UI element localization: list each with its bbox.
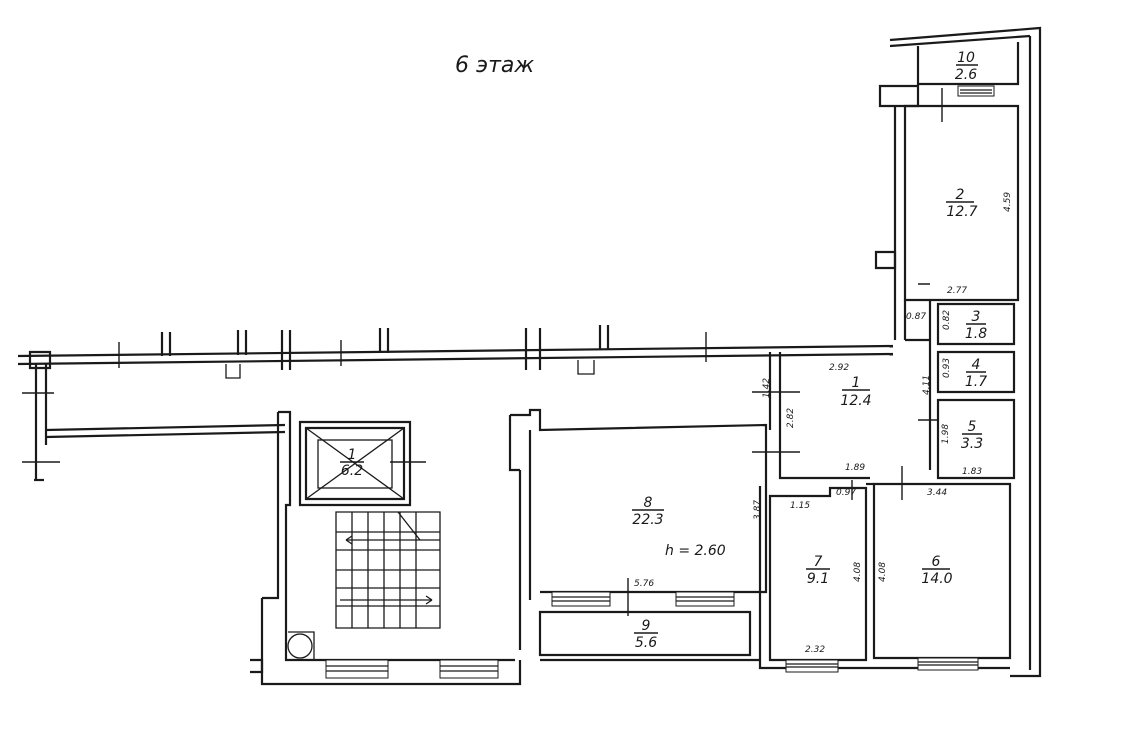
dimension-label: 2.82	[786, 408, 796, 428]
room-number: 5	[968, 419, 977, 435]
room-number: 9	[642, 618, 651, 634]
floor-title: 6 этаж	[455, 53, 534, 78]
corridor-walls	[17, 325, 894, 482]
room-9-walls	[538, 610, 760, 662]
room-area: 2.6	[955, 67, 977, 83]
dimension-label: 0.97	[836, 488, 856, 498]
dimension-label: 4.11	[922, 375, 932, 395]
dimension-label: 2.32	[805, 645, 825, 655]
room-number: 1	[852, 375, 861, 391]
dimension-label: 2.77	[947, 286, 967, 296]
stairwell	[250, 410, 522, 686]
room-8-walls	[508, 408, 768, 650]
dimension-label: 1.15	[790, 501, 810, 511]
dimension-labels: 4.59 2.77 0.87 0.82 0.93 4.11 2.92 1.42 …	[634, 192, 1013, 655]
ceiling-height-note: h = 2.60	[665, 543, 726, 559]
room-area: 22.3	[632, 512, 663, 528]
room-number: 6	[932, 554, 941, 570]
room-label-1: 1 12.4	[840, 375, 871, 409]
room-number: 3	[972, 309, 981, 325]
dimension-label: 3.87	[753, 500, 763, 520]
room-label-8: 8 22.3	[632, 495, 664, 528]
room-area: 3.3	[961, 436, 983, 452]
room-number: 2	[956, 187, 965, 203]
room-label-lift: 1 6.2	[340, 447, 364, 479]
room-label-5: 5 3.3	[961, 419, 983, 452]
room-number: 8	[644, 495, 653, 511]
dimension-label: 0.93	[942, 358, 952, 378]
room-label-3: 3 1.8	[965, 309, 987, 342]
room-number: 1	[348, 447, 357, 463]
room-label-10: 10 2.6	[955, 50, 978, 83]
dimension-label: 3.44	[927, 488, 947, 498]
dimension-label: 1.83	[962, 467, 982, 477]
lift-shaft	[298, 420, 426, 507]
dimension-label: 2.92	[829, 363, 849, 373]
room-label-2: 2 12.7	[946, 187, 978, 220]
room-area: 1.8	[965, 326, 987, 342]
room-area: 5.6	[635, 635, 657, 651]
room-labels: 10 2.6 2 12.7 3 1.8 4 1.7 5 3.3 1 12.4	[340, 50, 987, 651]
dimension-label: 1.42	[762, 378, 772, 398]
room-number: 10	[957, 50, 975, 66]
right-wing-walls	[874, 26, 1042, 678]
dimension-label: 1.98	[941, 424, 951, 444]
dimension-label: 4.08	[878, 562, 888, 582]
dimension-label: 4.08	[853, 562, 863, 582]
dimension-label: 5.76	[634, 579, 654, 589]
room-area: 6.2	[341, 463, 363, 479]
dimension-label: 0.82	[942, 310, 952, 330]
room-area: 9.1	[807, 571, 829, 587]
room-label-4: 4 1.7	[965, 357, 987, 390]
rooms-7-6-walls	[758, 466, 1012, 673]
hall-walls	[752, 338, 938, 480]
room-area: 12.7	[946, 204, 977, 220]
room-number: 4	[972, 357, 981, 373]
room-area: 12.4	[840, 393, 871, 409]
room-label-7: 7 9.1	[806, 554, 830, 587]
room-area: 14.0	[921, 571, 952, 587]
room-area: 1.7	[965, 374, 987, 390]
dimension-label: 4.59	[1003, 192, 1013, 212]
room-label-9: 9 5.6	[634, 618, 658, 651]
room-number: 7	[814, 554, 823, 570]
dimension-label: 0.87	[906, 312, 926, 322]
room-label-6: 6 14.0	[921, 554, 952, 587]
dimension-label: 1.89	[845, 463, 865, 473]
